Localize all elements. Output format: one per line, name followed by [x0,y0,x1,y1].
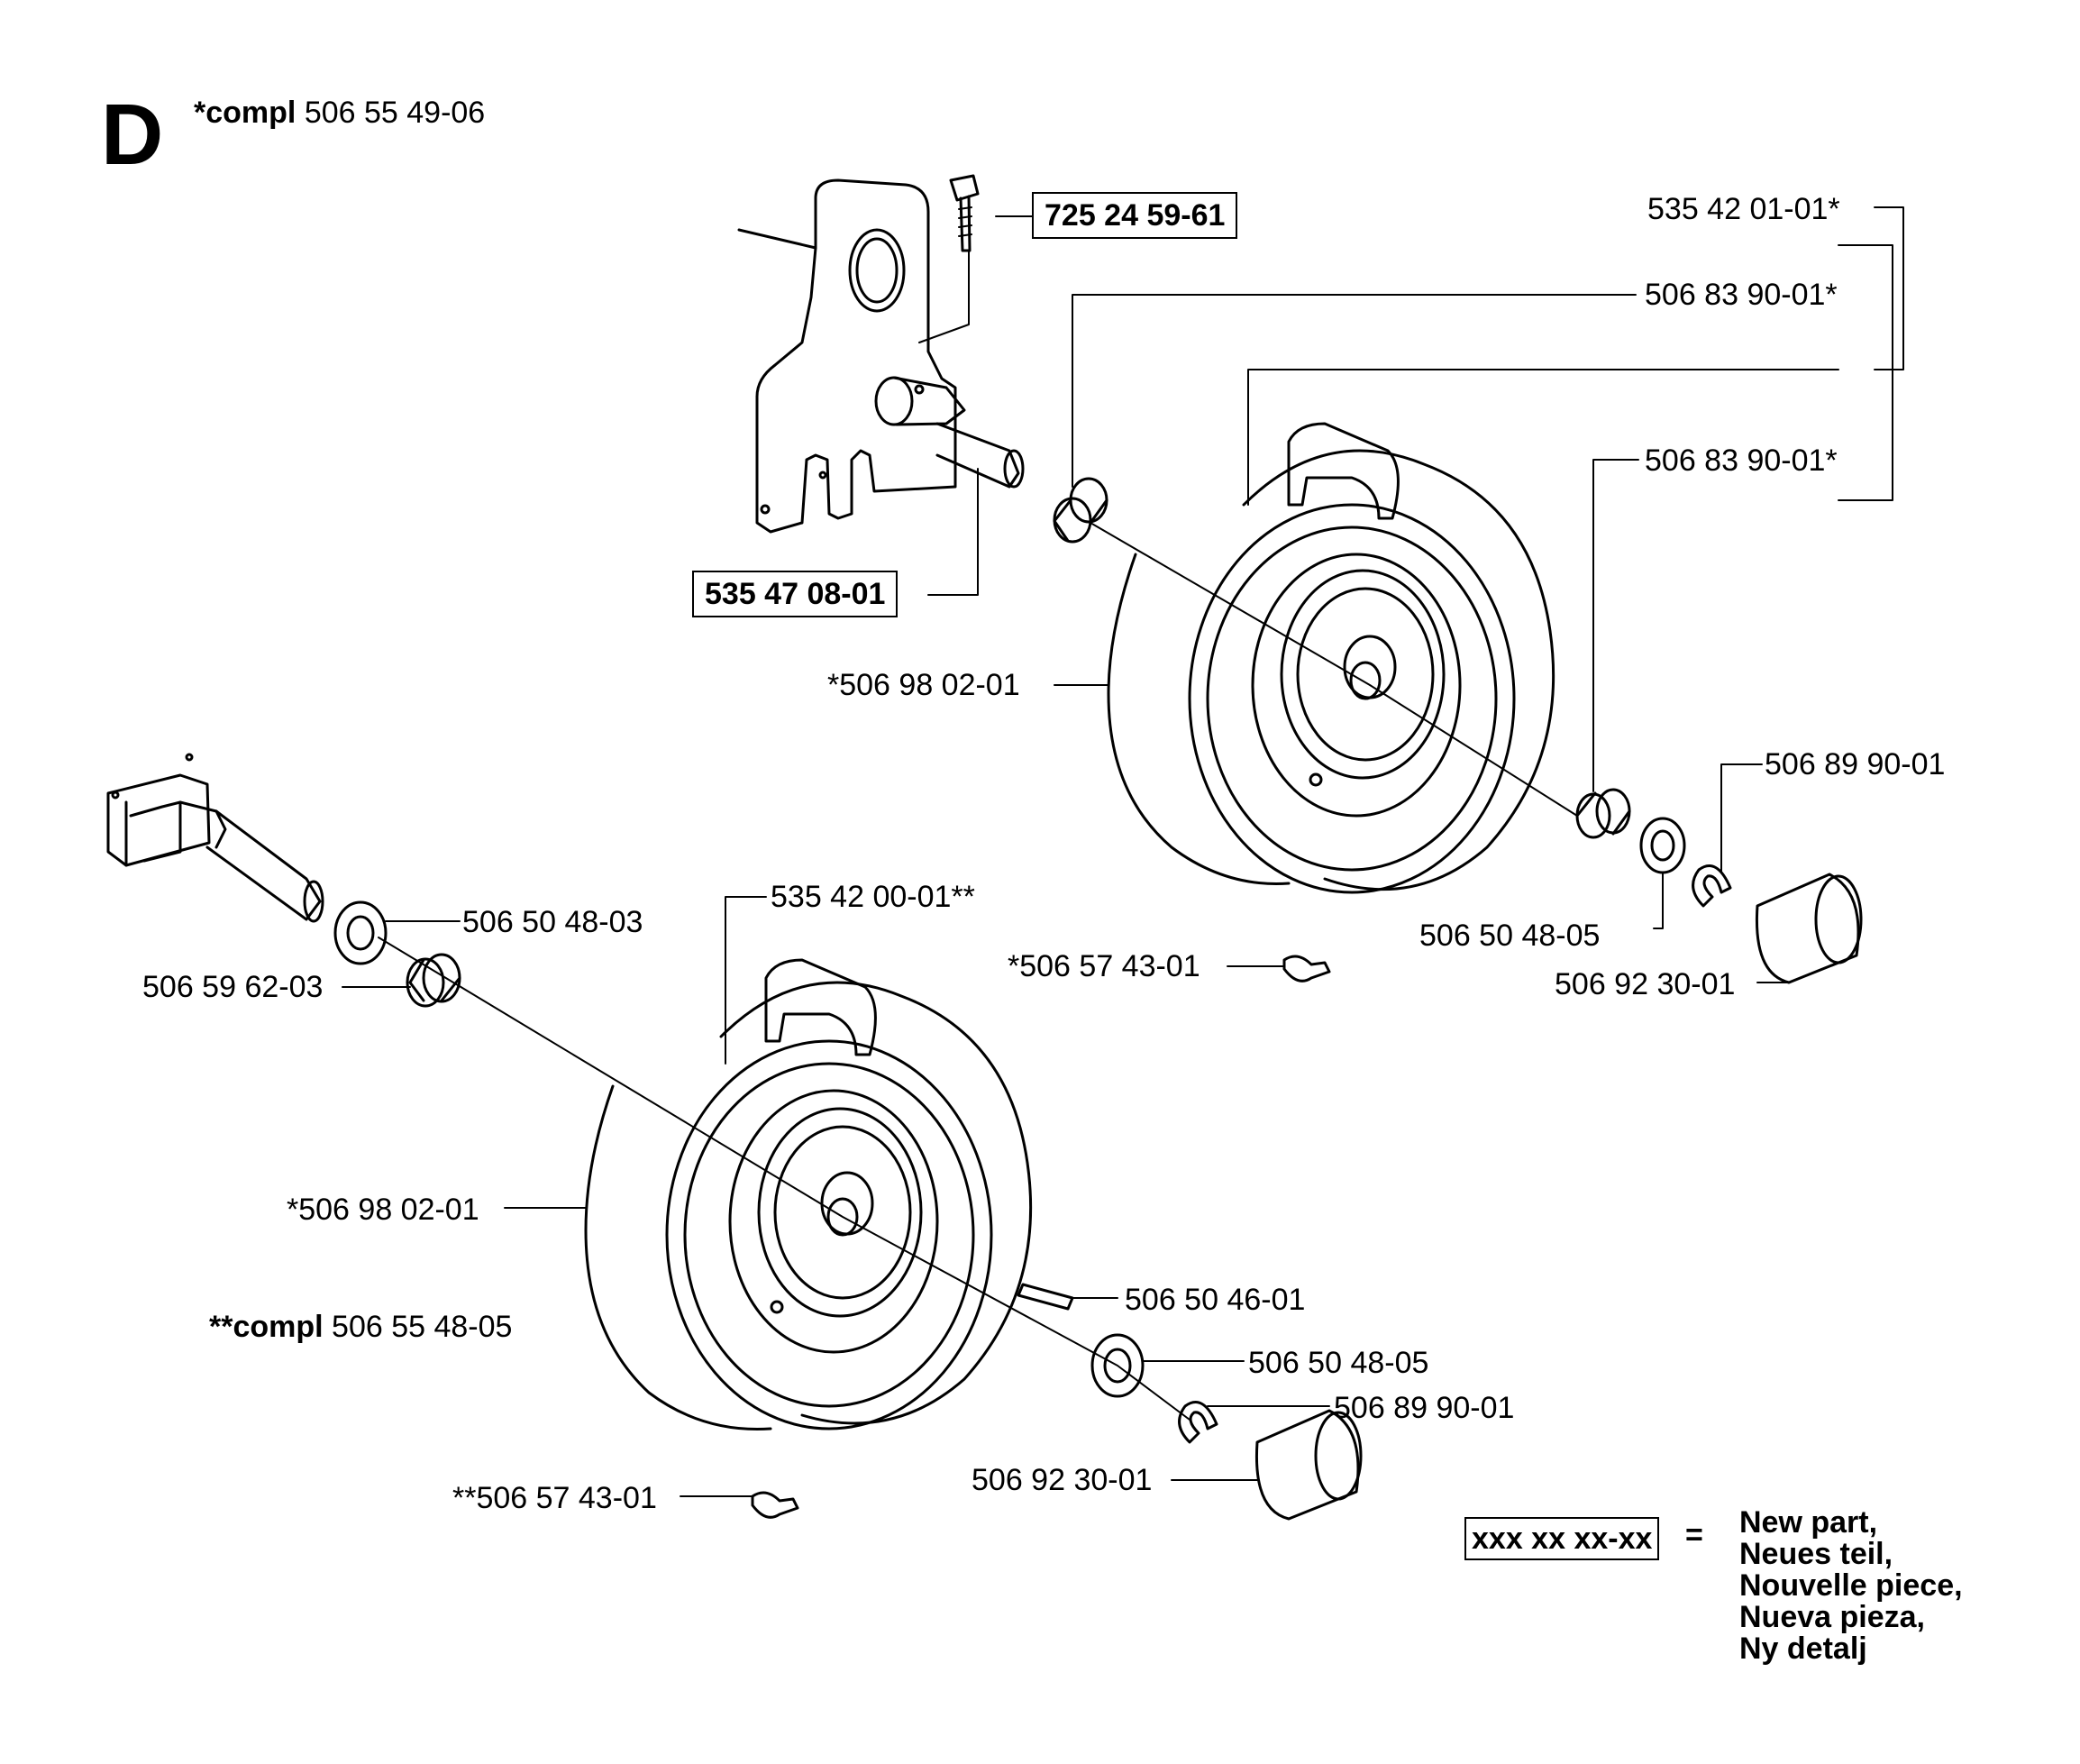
cap-top-drawing [1755,873,1863,984]
tire-bottom-drawing [584,958,1033,1430]
part-cap-bottom[interactable]: 506 92 30-01 [972,1463,1153,1497]
key-bottom-drawing [1017,1283,1074,1311]
valve-bottom-drawing [751,1491,799,1519]
part-tire-top[interactable]: *506 98 02-01 [827,668,1020,702]
part-bolt[interactable]: 725 24 59-61 [1032,192,1238,239]
legend-note: New part, Neues teil, Nouvelle piece, Nu… [1739,1507,1963,1665]
part-bushing-top-a[interactable]: 506 83 90-01* [1645,278,1838,312]
bracket-drawing [737,178,957,534]
top-assembly-prefix: *compl [194,96,296,130]
part-bushing-bottom[interactable]: 506 59 62-03 [142,970,324,1004]
part-washer-bottom-outer[interactable]: 506 50 48-05 [1248,1346,1429,1380]
legend-line-es: Nueva pieza, [1739,1600,1925,1634]
legend-placeholder: xxx xx xx-xx [1464,1517,1660,1560]
bolt-drawing [949,174,980,252]
part-valve-bottom[interactable]: **506 57 43-01 [452,1481,657,1515]
top-assembly-part: 506 55 49-06 [304,96,486,130]
leader-lines [342,206,1904,1497]
bracket-bottom-drawing [106,753,227,867]
top-assembly-label: *compl 506 55 49-06 [194,95,485,131]
legend-line-fr: Nouvelle piece, [1739,1568,1963,1603]
section-letter: D [101,87,164,183]
clip-bottom-drawing [1178,1401,1218,1444]
part-cap-top[interactable]: 506 92 30-01 [1555,967,1736,1001]
bottom-assembly-part: 506 55 48-05 [332,1310,513,1344]
bushing-bottom-drawing [406,953,461,1008]
legend-line-en: New part, [1739,1505,1878,1540]
axle-top-drawing [874,376,1025,489]
bushing-top-b-drawing [1575,788,1631,839]
part-washer-bottom-inner[interactable]: 506 50 48-03 [462,905,643,939]
washer-bottom-outer-drawing [1090,1333,1145,1398]
part-kit-bottom[interactable]: 535 42 00-01** [771,880,975,914]
part-washer-top[interactable]: 506 50 48-05 [1419,919,1601,953]
legend-equals: = [1685,1518,1703,1552]
part-bushing-top-b[interactable]: 506 83 90-01* [1645,443,1838,478]
washer-top-drawing [1639,817,1686,874]
washer-bottom-inner-drawing [333,900,388,965]
part-key-bottom[interactable]: 506 50 46-01 [1125,1283,1306,1317]
bushing-top-a-drawing [1053,477,1108,544]
cap-bottom-drawing [1254,1409,1363,1521]
part-clip-top[interactable]: 506 89 90-01 [1765,747,1946,781]
axle-bottom-drawing [205,809,324,923]
part-tire-bottom[interactable]: *506 98 02-01 [287,1193,479,1227]
valve-top-drawing [1282,955,1331,983]
part-kit-top[interactable]: 535 42 01-01* [1647,192,1840,226]
bottom-assembly-label: **compl 506 55 48-05 [209,1309,512,1345]
clip-top-drawing [1692,864,1732,908]
part-clip-bottom[interactable]: 506 89 90-01 [1334,1391,1515,1425]
legend-line-sv: Ny detalj [1739,1631,1867,1666]
legend-line-de: Neues teil, [1739,1537,1893,1571]
part-axle-top[interactable]: 535 47 08-01 [692,571,899,617]
tire-top-drawing [1107,422,1555,894]
bottom-assembly-prefix: **compl [209,1310,324,1344]
part-valve-top[interactable]: *506 57 43-01 [1008,949,1200,983]
